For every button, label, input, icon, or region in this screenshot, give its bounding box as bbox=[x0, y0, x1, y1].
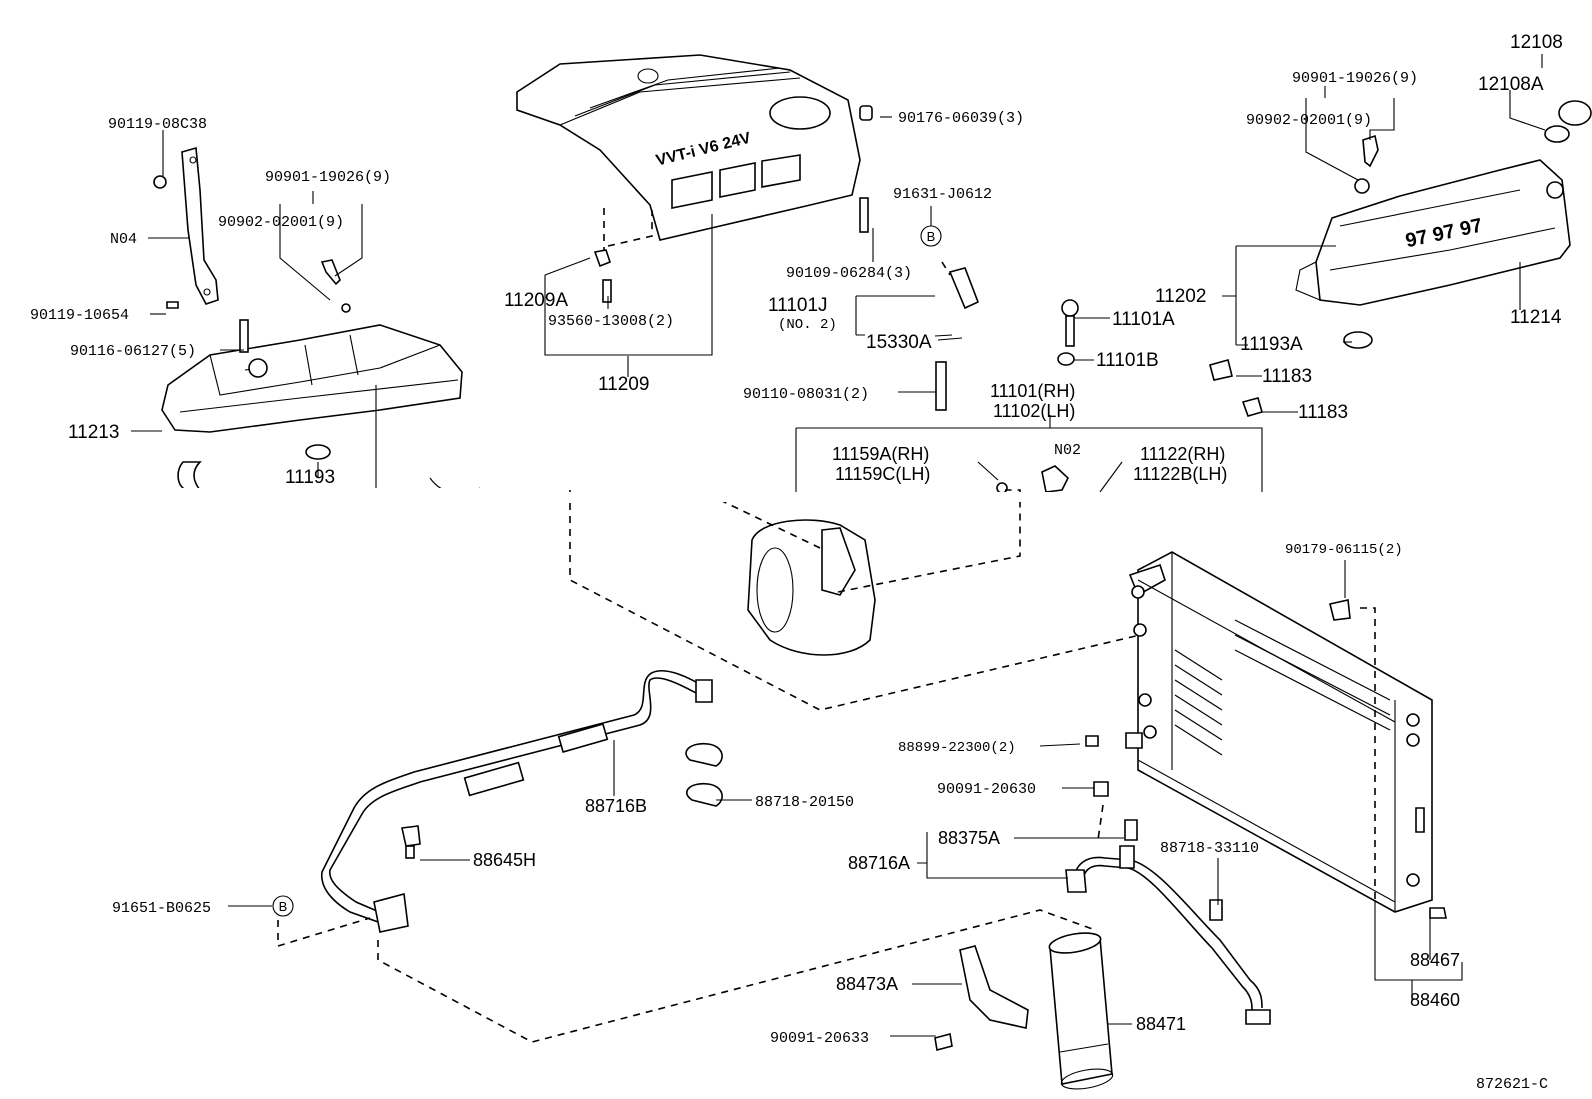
label-88473A: 88473A bbox=[836, 974, 898, 994]
label-88645H: 88645H bbox=[473, 850, 536, 870]
label-90901-19026-right: 90901-19026(9) bbox=[1292, 70, 1418, 87]
dryer-bracket bbox=[934, 945, 1029, 1051]
oil-filler-cap bbox=[1544, 100, 1592, 143]
label-n02: N02 bbox=[1054, 442, 1081, 459]
label-90109-06284: 90109-06284(3) bbox=[786, 265, 912, 282]
label-11101A: 11101A bbox=[1112, 309, 1175, 330]
label-93560-13008: 93560-13008(2) bbox=[548, 313, 674, 330]
label-88471: 88471 bbox=[1136, 1014, 1186, 1034]
callout-b-top-text: B bbox=[927, 229, 936, 244]
left-valve-cover bbox=[161, 324, 481, 495]
hose-clamp-88718-20150 bbox=[685, 742, 723, 807]
engine-cover: VVT-i V6 24V bbox=[516, 54, 861, 241]
label-11193: 11193 bbox=[285, 467, 335, 488]
label-91651-B0625: 91651-B0625 bbox=[112, 900, 211, 917]
right-valve-cover: 97 97 97 bbox=[1295, 159, 1571, 306]
label-11122B-lh: 11122B(LH) bbox=[1133, 464, 1227, 484]
label-12108: 12108 bbox=[1510, 32, 1563, 53]
label-88460: 88460 bbox=[1410, 990, 1460, 1010]
label-90119-10654: 90119-10654 bbox=[30, 307, 129, 324]
callout-b-top: B bbox=[920, 225, 942, 247]
diagram-id: 872621-C bbox=[1476, 1076, 1548, 1093]
label-90176-06039: 90176-06039(3) bbox=[898, 110, 1024, 127]
label-11101-rh: 11101(RH) bbox=[990, 381, 1075, 401]
label-11213: 11213 bbox=[68, 422, 119, 443]
bracket-n04 bbox=[153, 146, 219, 309]
label-11193A: 11193A bbox=[1240, 334, 1303, 355]
label-88716B: 88716B bbox=[585, 796, 647, 816]
receiver-dryer bbox=[1048, 932, 1114, 1090]
label-90116-06127: 90116-06127(5) bbox=[70, 343, 196, 360]
label-90179-06115: 90179-06115(2) bbox=[1285, 542, 1403, 558]
label-90119-08C38: 90119-08C38 bbox=[108, 116, 207, 133]
label-11159A-rh: 11159A(RH) bbox=[832, 444, 929, 464]
right-cover-small-parts bbox=[1209, 134, 1379, 417]
cover-fasteners bbox=[593, 105, 1079, 411]
left-plug-parts bbox=[239, 259, 351, 460]
label-90902-02001-right: 90902-02001(9) bbox=[1246, 112, 1372, 129]
mask-left bbox=[140, 488, 495, 502]
leader-lines bbox=[131, 54, 1546, 1037]
label-11102-lh: 11102(LH) bbox=[993, 401, 1075, 421]
label-11183-a: 11183 bbox=[1262, 366, 1312, 387]
label-11202: 11202 bbox=[1155, 286, 1206, 307]
label-11122-rh: 11122(RH) bbox=[1140, 444, 1225, 464]
label-88467: 88467 bbox=[1410, 950, 1460, 970]
label-11159C-lh: 11159C(LH) bbox=[835, 464, 930, 484]
label-91631-J0612: 91631-J0612 bbox=[893, 186, 992, 203]
label-11101J-note: (NO. 2) bbox=[778, 317, 837, 333]
label-12108A: 12108A bbox=[1478, 74, 1544, 95]
label-11209A: 11209A bbox=[504, 290, 568, 311]
label-90091-20630: 90091-20630 bbox=[937, 781, 1036, 798]
label-11101J: 11101J bbox=[768, 295, 828, 316]
label-11101B: 11101B bbox=[1096, 350, 1159, 371]
label-11209: 11209 bbox=[598, 374, 649, 395]
callout-b-bottom-text: B bbox=[279, 899, 288, 914]
mask-middle bbox=[560, 492, 1280, 502]
label-90091-20633: 90091-20633 bbox=[770, 1030, 869, 1047]
label-90901-19026-left: 90901-19026(9) bbox=[265, 169, 391, 186]
label-11183-b: 11183 bbox=[1298, 402, 1348, 423]
label-90902-02001-left: 90902-02001(9) bbox=[218, 214, 344, 231]
label-88716A: 88716A bbox=[848, 853, 910, 873]
label-15330A: 15330A bbox=[866, 332, 932, 353]
label-n04: N04 bbox=[110, 231, 137, 248]
part-labels: 90119-08C38 N04 90901-19026(9) 90902-020… bbox=[30, 32, 1563, 1093]
label-88718-33110: 88718-33110 bbox=[1160, 840, 1259, 857]
ac-compressor bbox=[747, 465, 1069, 656]
condenser-assembly bbox=[1125, 551, 1447, 919]
label-88375A: 88375A bbox=[938, 828, 1000, 848]
label-11214: 11214 bbox=[1510, 307, 1562, 328]
label-88718-20150: 88718-20150 bbox=[755, 794, 854, 811]
discharge-hose bbox=[321, 670, 713, 933]
dashed-leaders bbox=[277, 208, 1376, 1043]
callout-b-bottom: B bbox=[272, 895, 294, 917]
liquid-tube bbox=[1065, 735, 1271, 1025]
label-90110-08031: 90110-08031(2) bbox=[743, 386, 869, 403]
label-88899-22300: 88899-22300(2) bbox=[898, 740, 1016, 756]
